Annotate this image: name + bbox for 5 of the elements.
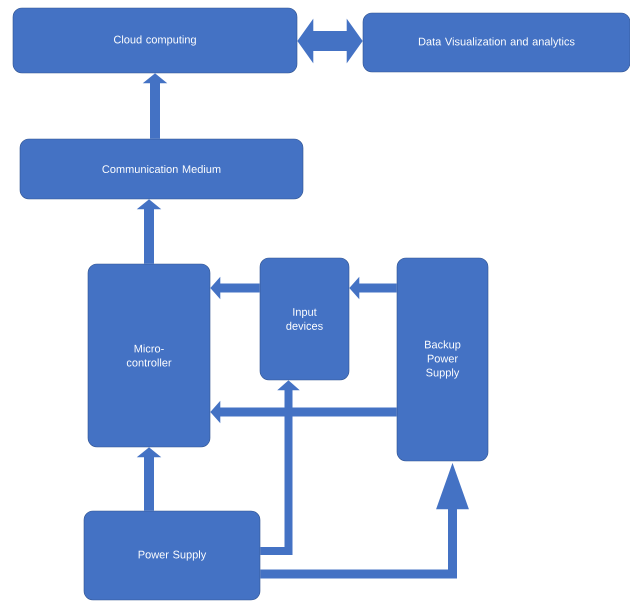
- process-box: Input devices: [260, 258, 350, 380]
- process-box: Micro-controller: [88, 264, 210, 448]
- process-box: Communication Medium: [20, 138, 304, 200]
- process-box: Power Supply: [84, 510, 260, 600]
- process-box: Backup Power Supply: [396, 258, 488, 462]
